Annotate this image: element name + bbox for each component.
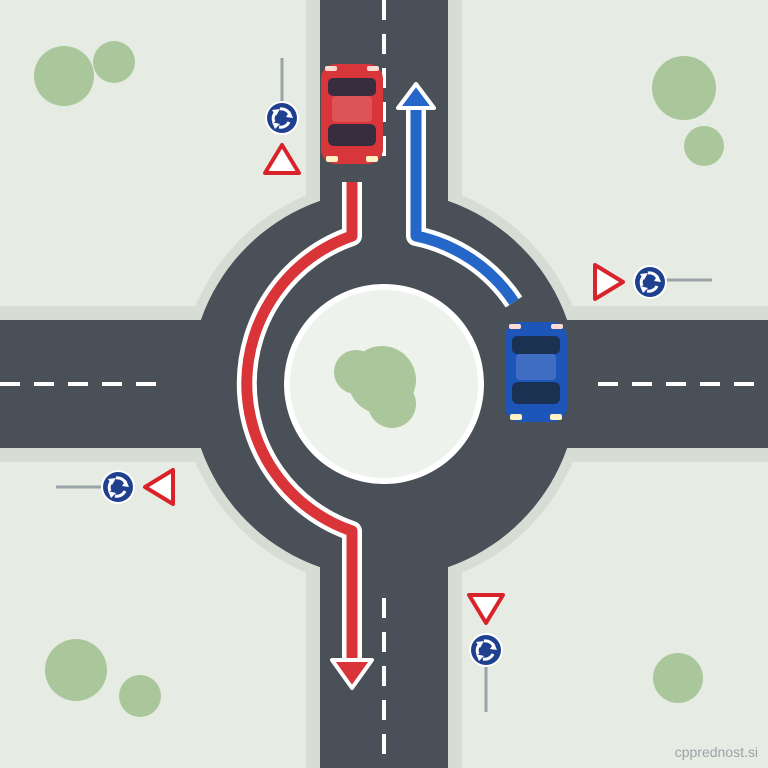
roundabout-sign-icon bbox=[467, 631, 505, 669]
roundabout-sign-icon bbox=[99, 468, 137, 506]
blue-path-arrowhead bbox=[396, 82, 436, 110]
central-island bbox=[284, 284, 484, 484]
sign-west bbox=[56, 468, 175, 506]
sign-east bbox=[593, 263, 712, 301]
red-car-icon bbox=[321, 64, 383, 164]
watermark: cpprednost.si bbox=[674, 744, 758, 760]
red-path-arrowhead bbox=[330, 658, 374, 690]
red-car-path bbox=[236, 182, 374, 690]
roundabout-sign-icon bbox=[263, 99, 301, 137]
bushes bbox=[34, 41, 724, 717]
blue-car-path bbox=[396, 82, 523, 308]
sign-south bbox=[467, 593, 505, 712]
blue-car-icon bbox=[505, 322, 567, 422]
roundabout-sign-icon bbox=[631, 263, 669, 301]
sign-north bbox=[263, 58, 301, 175]
